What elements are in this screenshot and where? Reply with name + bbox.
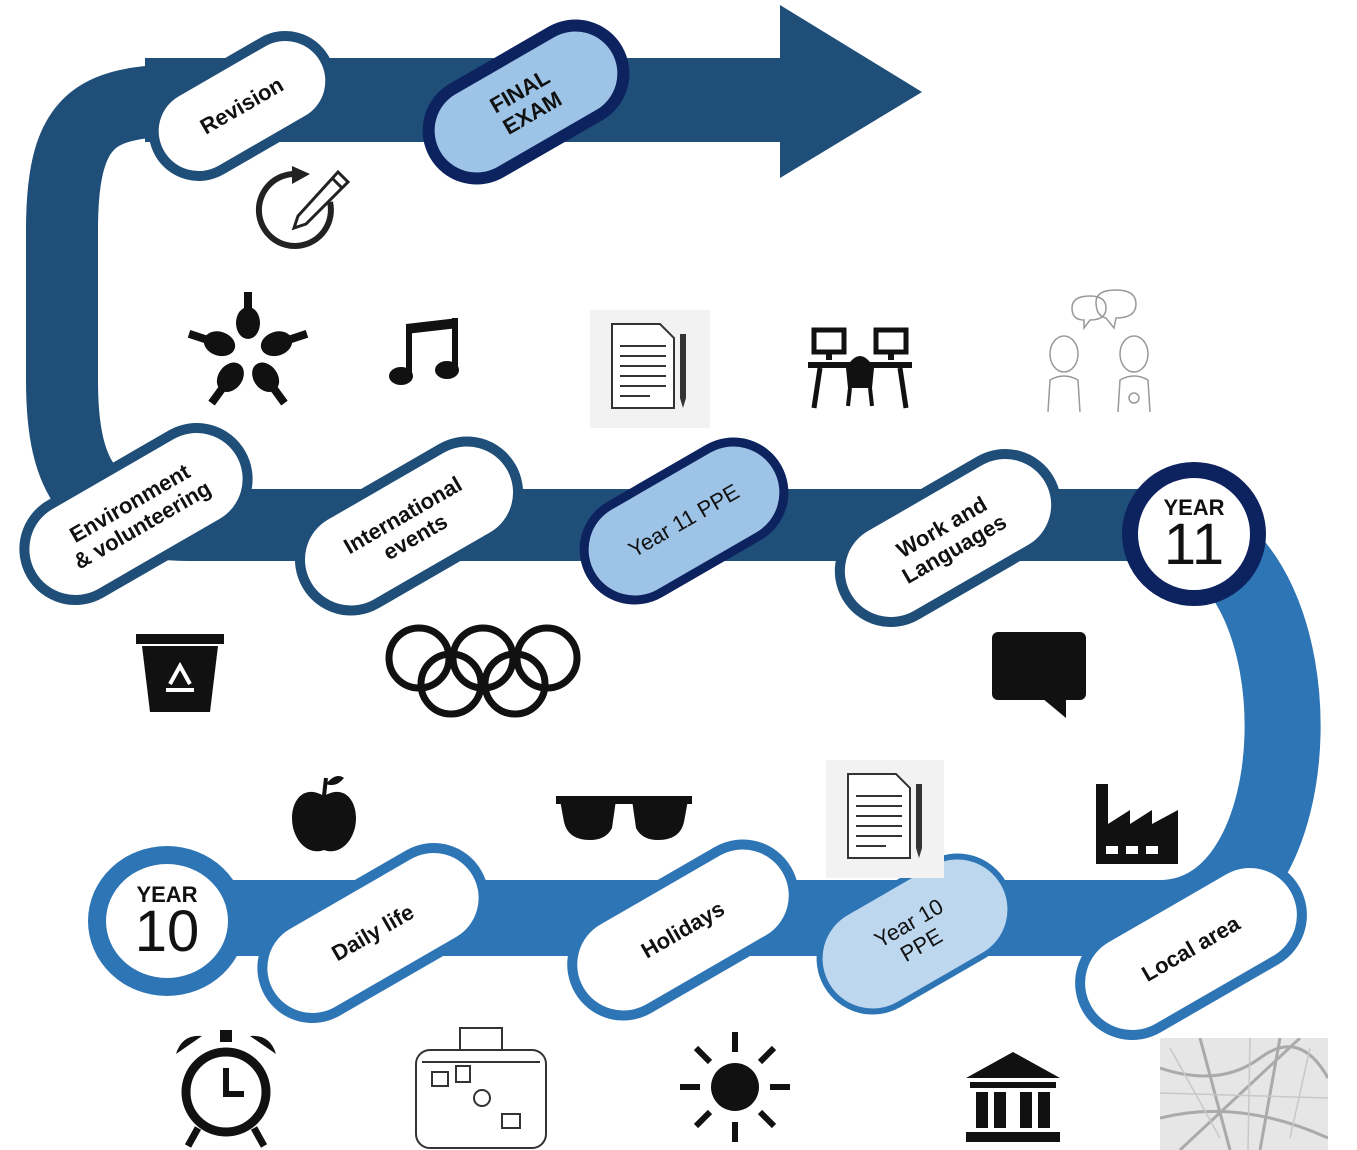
sun-icon	[680, 1032, 790, 1142]
arrow-head	[780, 5, 922, 178]
recycle-bin-icon	[136, 634, 224, 712]
museum-icon	[966, 1052, 1060, 1142]
document-pen-icon	[590, 310, 710, 428]
hands-circle-icon	[187, 292, 309, 406]
street-map-icon	[1160, 1038, 1328, 1150]
topic-local-area-label: Local area	[1137, 910, 1245, 987]
topic-holidays-label: Holidays	[636, 896, 729, 964]
topic-revision-label: Revision	[195, 72, 288, 140]
apple-icon	[292, 776, 356, 852]
topic-year11-ppe-label: Year 11 PPE	[624, 479, 744, 563]
speech-bubble-icon	[992, 632, 1086, 718]
year10-badge-number: 10	[134, 898, 200, 964]
year10-badge-label: YEAR	[136, 881, 198, 907]
sunglasses-icon	[556, 796, 692, 840]
topic-final-exam-label: FINAL EXAM	[485, 63, 567, 140]
topic-year10-ppe-label: Year 10 PPE	[869, 893, 948, 967]
year11-badge-label: YEAR	[1163, 494, 1225, 520]
revision-pencil-icon	[255, 166, 351, 249]
computer-desks-icon	[808, 327, 912, 409]
year11-badge-number: 11	[1163, 511, 1225, 577]
topic-daily-life-label: Daily life	[327, 899, 419, 967]
year11-badge: YEAR 11	[1122, 462, 1266, 606]
music-note-icon	[389, 318, 459, 385]
factory-icon	[1096, 784, 1178, 864]
year10-badge: YEAR 10	[88, 846, 246, 996]
people-talking-icon	[1047, 289, 1151, 413]
topic-work-languages-label: Work and Languages	[892, 491, 1011, 589]
olympic-rings-icon	[385, 624, 581, 718]
alarm-clock-icon	[176, 1030, 276, 1148]
document-pen-icon	[826, 760, 944, 878]
suitcase-icon	[415, 1027, 547, 1149]
